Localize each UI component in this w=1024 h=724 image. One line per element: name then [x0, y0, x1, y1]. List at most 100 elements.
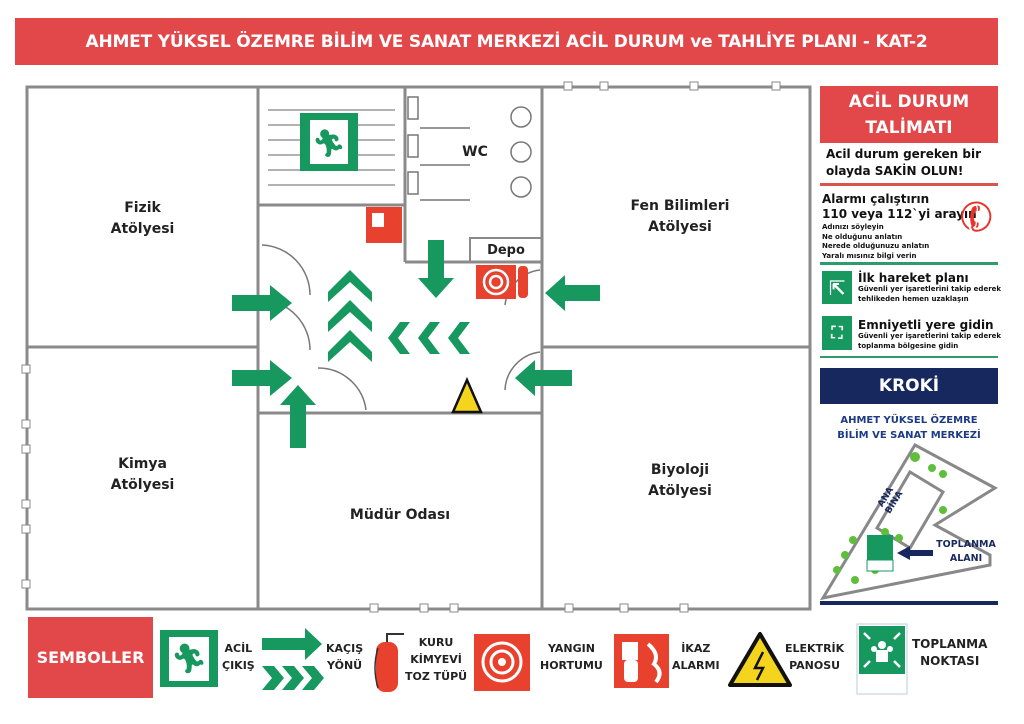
escape-chevron — [328, 300, 372, 332]
page-title: AHMET YÜKSEL ÖZEMRE BİLİM VE SANAT MERKE… — [15, 18, 998, 65]
assembly-area-label: TOPLANMA ALANI — [935, 538, 997, 566]
text-line: BİLİM VE SANAT MERKEZİ — [837, 430, 981, 441]
text-line: HORTUMU — [540, 659, 603, 672]
escape-arrow — [232, 285, 292, 321]
room-label: Atölyesi — [110, 221, 175, 237]
electric-hazard-icon — [728, 632, 792, 687]
header-line: ACİL DURUM — [848, 92, 970, 112]
escape-chevron — [418, 322, 440, 354]
escape-chevron — [328, 270, 372, 302]
step: Nerede olduğunuzu anlatın — [822, 242, 930, 250]
window-markers — [21, 81, 781, 613]
text-line: AHMET YÜKSEL ÖZEMRE — [840, 415, 978, 426]
text-line: TOZ TÜPÜ — [405, 670, 468, 683]
assembly-arrow — [897, 546, 933, 560]
text-line: TOPLANMA — [912, 637, 988, 651]
divider — [820, 356, 998, 358]
wc-fixtures — [407, 96, 532, 201]
svg-text:🏃︎: 🏃︎ — [312, 129, 345, 159]
text-line: ALARMI — [672, 659, 720, 672]
safe-title: Emniyetli yere gidin — [858, 318, 994, 332]
room-label: Atölyesi — [648, 483, 712, 499]
text-line: NOKTASI — [920, 654, 980, 668]
assembly-point-icon: ⛶ — [822, 316, 852, 350]
text-line: ÇIKIŞ — [222, 659, 255, 672]
legend-label: KURU KİMYEVİ TOZ TÜPÜ — [405, 634, 467, 685]
fire-extinguisher-icon — [518, 266, 528, 298]
divider — [820, 183, 998, 186]
text-line: Alarmı çalıştırın — [822, 192, 930, 206]
step: Yaralı mısınız bilgi verin — [822, 251, 917, 260]
text-line: olayda SAKİN OLUN! — [826, 164, 964, 178]
room-mudur: Müdür Odası — [349, 507, 451, 523]
legend-title: SEMBOLLER — [28, 617, 153, 698]
room-label: Kimya — [118, 456, 167, 472]
site-sketch — [819, 443, 999, 601]
text-line: TOPLANMA — [936, 539, 996, 550]
room-label: Atölyesi — [648, 219, 712, 235]
step: Adınızı söyleyin — [822, 223, 884, 231]
step: Ne olduğunu anlatın — [822, 232, 903, 241]
first-title: İlk hareket planı — [858, 271, 969, 285]
text-line: YÖNÜ — [327, 659, 363, 672]
emergency-exit-icon: 🏃︎ — [160, 630, 218, 687]
text-line: ACİL — [224, 642, 253, 655]
text-line: Güvenli yer işaretlerini takip ederek — [858, 285, 1002, 293]
text-line: İKAZ — [681, 642, 711, 655]
text-line: Güvenli yer işaretlerini takip ederek — [858, 332, 1002, 340]
text-line: 110 veya 112`yi arayın — [822, 207, 977, 221]
room-label: Biyoloji — [650, 462, 710, 478]
assembly-point-icon — [856, 623, 908, 695]
legend-label: KAÇIŞ YÖNÜ — [326, 640, 363, 674]
text-line: toplanma bölgesine gidin — [858, 341, 959, 350]
escape-arrow — [280, 385, 316, 448]
fire-extinguisher-icon — [374, 633, 404, 692]
legend-label: ELEKTRİK PANOSU — [785, 640, 844, 674]
room-label: Atölyesi — [110, 477, 175, 493]
text-line: tehlikeden hemen uzaklaşın — [858, 294, 969, 303]
electric-hazard-icon — [451, 376, 483, 414]
escape-arrow — [515, 360, 572, 396]
escape-arrow — [545, 275, 600, 311]
text-line: PANOSU — [789, 659, 841, 672]
divider — [820, 601, 998, 605]
floor-plan: 🏃︎ — [21, 81, 812, 613]
escape-direction-icon — [262, 628, 324, 690]
room-label: Fen Bilimleri — [630, 198, 730, 214]
kroki-header: KROKİ — [820, 368, 998, 404]
legend-label: ACİL ÇIKIŞ — [222, 640, 255, 674]
room-label: Fizik — [124, 200, 161, 216]
legend-label: TOPLANMA NOKTASI — [912, 636, 987, 670]
calm-message: Acil durum gereken bir olayda SAKİN OLUN! — [826, 146, 981, 180]
text-line: KURU — [418, 636, 454, 649]
instructions-header: ACİL DURUM TALİMATI — [820, 86, 998, 143]
escape-chevron — [388, 322, 410, 354]
escape-arrow — [232, 360, 292, 396]
text-line: KAÇIŞ — [326, 642, 364, 655]
escape-chevron — [448, 322, 470, 354]
escape-chevron — [328, 330, 372, 362]
phone-icon: ✆ — [953, 190, 1001, 246]
emergency-exit-icon: ⇱ — [822, 271, 852, 304]
divider — [820, 262, 998, 265]
room-wc: WC — [462, 144, 488, 160]
text-line: KİMYEVİ — [410, 653, 462, 666]
text-line: ALANI — [949, 553, 983, 564]
text-line: Acil durum gereken bir — [826, 147, 982, 161]
room-depo: Depo — [487, 243, 525, 258]
text-line: ELEKTRİK — [785, 642, 845, 655]
alarm-button-icon — [614, 634, 669, 688]
escape-arrow — [418, 240, 454, 298]
header-line: TALİMATI — [865, 118, 953, 138]
fire-hose-icon — [474, 634, 530, 691]
walls — [25, 85, 812, 611]
